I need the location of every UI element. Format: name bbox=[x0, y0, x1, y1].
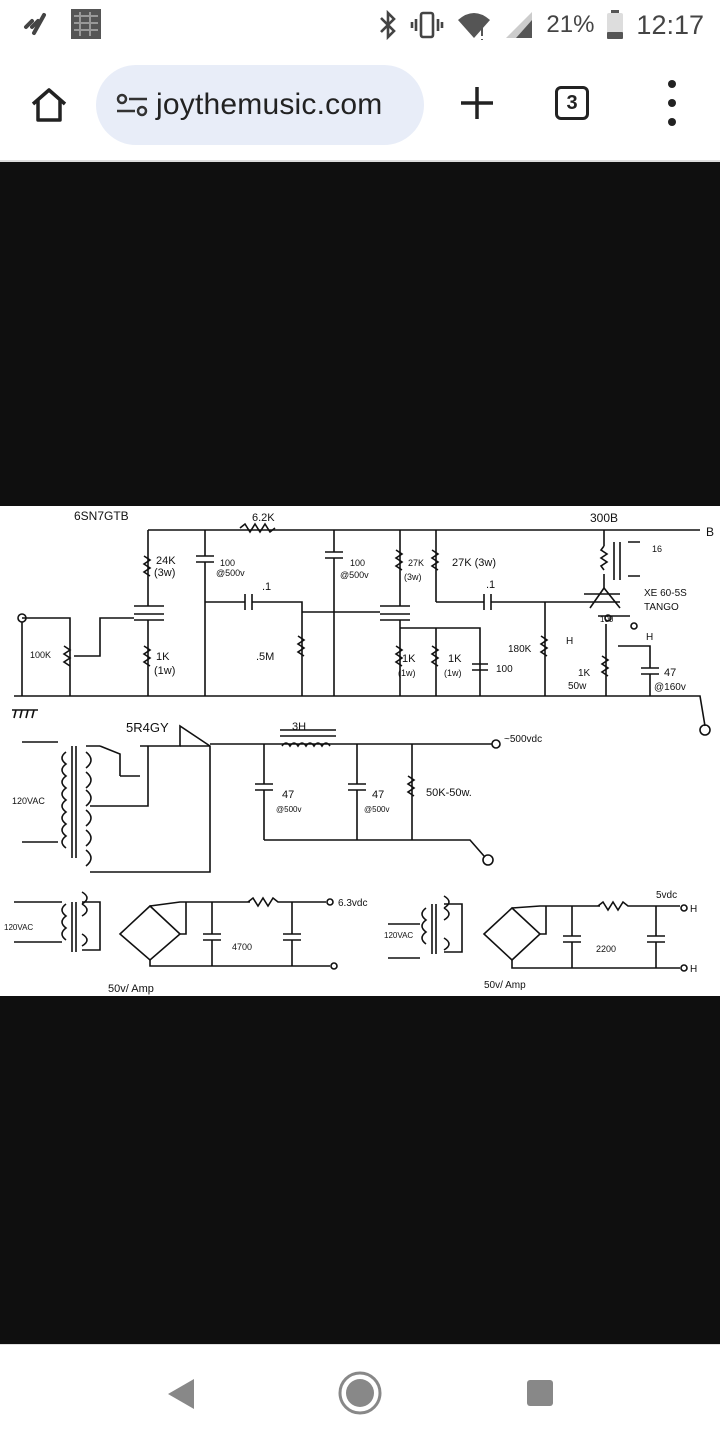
label-c500b: @500v bbox=[340, 570, 369, 580]
label-r27k: 27K bbox=[408, 558, 424, 568]
label-w3a: (3w) bbox=[154, 567, 175, 579]
label-c500a: @500v bbox=[216, 568, 245, 578]
label-pot: 100K bbox=[30, 650, 51, 660]
label-tube2: 300B bbox=[590, 511, 618, 525]
label-w1b: (1w) bbox=[398, 668, 416, 678]
label-vac3: 120VAC bbox=[384, 931, 413, 940]
label-r24k: 24K bbox=[156, 555, 176, 567]
clock: 12:17 bbox=[636, 9, 704, 40]
status-right: 21% 12:17 bbox=[378, 8, 704, 42]
label-b-end: B bbox=[706, 525, 714, 539]
label-c100c: 100 bbox=[496, 664, 513, 675]
label-r1kc: 1K bbox=[448, 653, 462, 665]
more-menu-button[interactable] bbox=[660, 80, 684, 126]
tab-count: 3 bbox=[566, 91, 578, 114]
label-c500d: @500v bbox=[364, 805, 389, 814]
more-menu-icon bbox=[668, 80, 676, 88]
label-vac1: 120VAC bbox=[12, 796, 45, 806]
label-r1k50w: 1K bbox=[578, 668, 591, 679]
label-b-plus: ~500vdc bbox=[504, 734, 542, 745]
label-r27k3w: 27K (3w) bbox=[452, 557, 496, 569]
label-h1: H bbox=[566, 636, 573, 647]
label-amp1: 50v/ Amp bbox=[108, 983, 154, 995]
label-v63: 6.3vdc bbox=[338, 898, 367, 909]
site-settings-button[interactable] bbox=[114, 87, 150, 123]
label-hum100: 100 bbox=[600, 615, 614, 624]
label-h3: H bbox=[690, 904, 697, 915]
system-nav-bar bbox=[0, 1344, 720, 1441]
browser-toolbar: joythemusic.com 3 bbox=[0, 56, 720, 156]
label-r180k: 180K bbox=[508, 644, 532, 655]
label-c47b: 47 bbox=[282, 789, 294, 801]
new-tab-button[interactable] bbox=[454, 80, 500, 126]
label-amp2: 50v/ Amp bbox=[484, 980, 526, 991]
label-rect: 5R4GY bbox=[126, 720, 169, 735]
label-w1c: (1w) bbox=[444, 668, 462, 678]
status-bar: 21% 12:17 bbox=[0, 0, 720, 50]
toolbar-divider bbox=[0, 160, 720, 162]
label-tube1: 6SN7GTB bbox=[74, 509, 129, 523]
wifi-icon bbox=[458, 13, 491, 40]
label-c47: 47 bbox=[664, 667, 676, 679]
label-h4: H bbox=[690, 964, 697, 975]
home-circle-icon[interactable] bbox=[338, 1371, 382, 1415]
missed-call-icon bbox=[24, 13, 46, 35]
photo-thumbnail-icon bbox=[71, 9, 101, 39]
label-c500c: @500v bbox=[276, 805, 301, 814]
label-ohm16: 16 bbox=[652, 544, 662, 554]
site-settings-icon bbox=[116, 93, 148, 117]
label-choke: 3H bbox=[292, 721, 306, 733]
label-w50: 50w bbox=[568, 681, 587, 692]
label-w1a: (1w) bbox=[154, 665, 175, 677]
label-w3b: (3w) bbox=[404, 572, 422, 582]
back-icon[interactable] bbox=[164, 1377, 196, 1411]
label-r1k: 1K bbox=[156, 651, 170, 663]
vibrate-icon bbox=[411, 11, 444, 39]
signal-icon bbox=[506, 12, 533, 38]
label-c100b: 100 bbox=[350, 558, 365, 568]
label-c01a: .1 bbox=[262, 581, 271, 593]
home-button[interactable] bbox=[24, 80, 74, 130]
label-c100a: 100 bbox=[220, 558, 235, 568]
label-c01b: .1 bbox=[486, 579, 495, 591]
new-tab-icon bbox=[461, 87, 493, 119]
label-h2: H bbox=[646, 632, 653, 643]
label-v5: 5vdc bbox=[656, 890, 677, 901]
label-out-tx: XE 60-5S bbox=[644, 588, 687, 599]
label-r50k: 50K-50w. bbox=[426, 787, 472, 799]
address-bar[interactable]: joythemusic.com bbox=[96, 65, 424, 145]
label-c2200: 2200 bbox=[596, 944, 616, 954]
schematic-drawing: 6SN7GTB 6.2K 300B B 24K (3w) 100 @500v .… bbox=[4, 509, 714, 995]
url-text: joythemusic.com bbox=[156, 88, 383, 121]
label-r1kb: 1K bbox=[402, 653, 416, 665]
label-c4700: 4700 bbox=[232, 942, 252, 952]
label-vac2: 120VAC bbox=[4, 923, 33, 932]
home-icon bbox=[31, 88, 67, 122]
bluetooth-icon bbox=[380, 10, 397, 40]
label-tango: TANGO bbox=[644, 602, 679, 613]
tabs-button[interactable]: 3 bbox=[555, 86, 589, 120]
battery-percent: 21% bbox=[546, 11, 595, 38]
label-r5m: .5M bbox=[256, 651, 274, 663]
label-c160: @160v bbox=[654, 682, 686, 693]
label-r-top: 6.2K bbox=[252, 512, 275, 524]
recents-icon[interactable] bbox=[527, 1380, 553, 1406]
schematic-image[interactable]: 6SN7GTB 6.2K 300B B 24K (3w) 100 @500v .… bbox=[0, 506, 720, 996]
status-left bbox=[22, 8, 102, 40]
label-c47c: 47 bbox=[372, 789, 384, 801]
battery-icon bbox=[607, 10, 624, 39]
